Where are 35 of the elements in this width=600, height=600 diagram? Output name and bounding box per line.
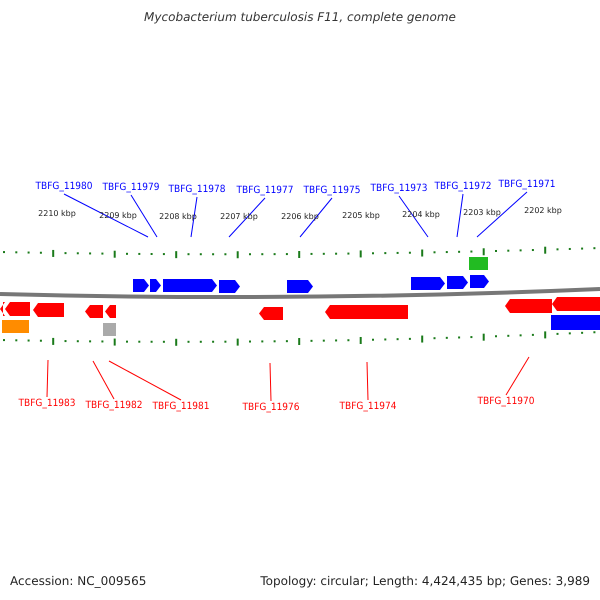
gene-label: TBFG_11972 [434, 181, 492, 192]
leader-line [130, 194, 158, 238]
gene-label: TBFG_11981 [152, 401, 210, 412]
accession-text: Accession: NC_009565 [10, 574, 146, 588]
leader-line [476, 192, 528, 238]
gene-label: TBFG_11980 [36, 181, 92, 192]
gene-label: TBFG_11983 [18, 398, 76, 409]
leader-line [300, 198, 332, 238]
leader-line [456, 194, 464, 238]
diagram-title: Mycobacterium tuberculosis F11, complete genome [144, 10, 456, 24]
scale-label: 2205 kbp [342, 211, 380, 220]
leader-line [108, 360, 182, 400]
gene-label: TBFG_11978 [168, 184, 226, 195]
genome-info-text: Topology: circular; Length: 4,424,435 bp; Genes: 3,989 [260, 574, 590, 588]
leader-line [46, 360, 48, 398]
leader-line [92, 360, 114, 400]
leader-line [506, 356, 530, 396]
gene-label: TBFG_11973 [370, 183, 428, 194]
gene-label: TBFG_11975 [304, 185, 360, 196]
leader-line [270, 362, 272, 402]
gene-label: TBFG_11982 [86, 400, 142, 411]
gene-label: TBFG_11977 [236, 185, 294, 196]
leader-line [228, 198, 266, 238]
leader-line [366, 362, 368, 400]
scale-label: 2210 kbp [38, 209, 76, 218]
scale-label: 2203 kbp [463, 208, 501, 217]
gene-label: TBFG_11976 [242, 402, 300, 413]
scale-label: 2202 kbp [524, 206, 562, 215]
gene-label: TBFG_11971 [498, 179, 556, 190]
gene-label: TBFG_11970 [478, 396, 534, 407]
gene-label: TBFG_11979 [102, 182, 160, 193]
leader-line [190, 196, 198, 238]
gene-label: TBFG_11974 [340, 401, 396, 412]
leader-line [64, 194, 148, 238]
leader-line [398, 196, 428, 238]
